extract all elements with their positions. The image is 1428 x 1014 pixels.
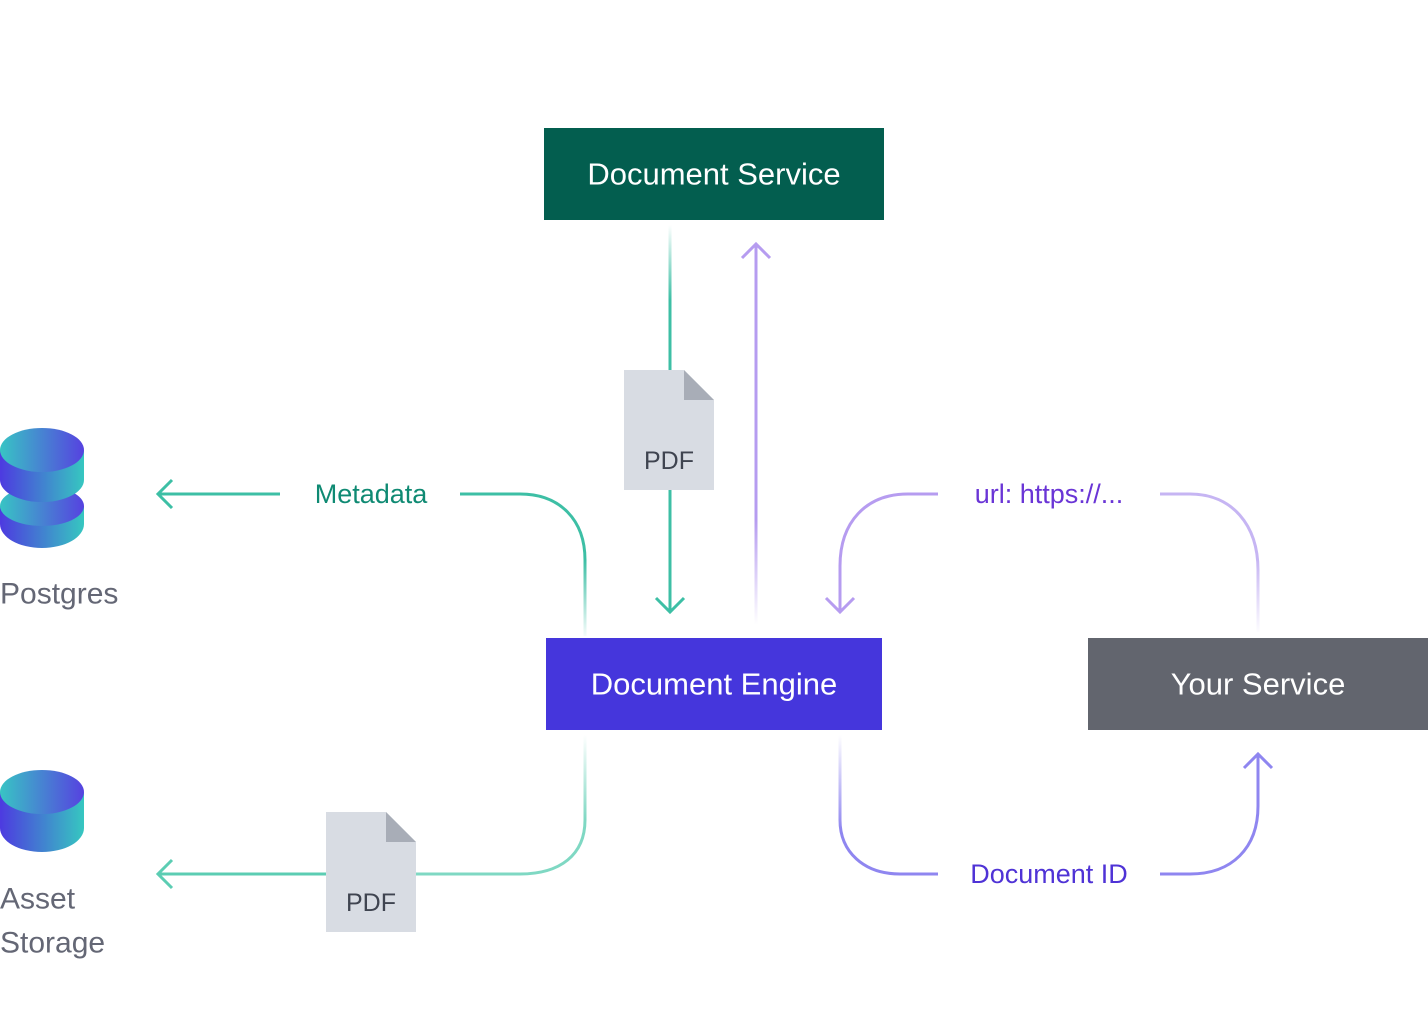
edge-url	[824, 492, 1260, 632]
node-your-service: Your Service	[1088, 638, 1428, 730]
arrowhead-left-icon	[155, 858, 174, 890]
pdf-file-icon: PDF	[326, 812, 416, 932]
asset-storage-label-line2: Storage	[0, 927, 105, 960]
node-document-service: Document Service	[544, 128, 884, 220]
document-id-label: Document ID	[970, 859, 1128, 889]
arrowhead-up-icon	[1242, 751, 1274, 770]
edge-asset-pdf	[155, 735, 587, 890]
metadata-label: Metadata	[315, 479, 429, 509]
arrowhead-down-icon	[824, 596, 856, 615]
pdf-file-icon: PDF	[624, 370, 714, 490]
your-service-box	[1088, 638, 1428, 730]
database-icon	[0, 428, 84, 548]
edge-document-id	[838, 735, 1274, 876]
url-label: url: https://...	[975, 479, 1124, 509]
document-service-box	[544, 128, 884, 220]
node-document-engine: Document Engine	[546, 638, 882, 730]
arrowhead-up-icon	[740, 241, 772, 260]
your-service-label: Your Service	[1171, 667, 1346, 702]
storage-icon	[0, 770, 84, 852]
edge-metadata	[155, 478, 587, 636]
postgres-label: Postgres	[0, 578, 118, 611]
pdf-asset-label: PDF	[346, 889, 396, 917]
document-engine-label: Document Engine	[591, 667, 837, 702]
arrowhead-left-icon	[155, 478, 174, 510]
edge-engine-to-service	[740, 241, 772, 628]
document-engine-box	[546, 638, 882, 730]
asset-storage-label-line1: Asset	[0, 883, 76, 916]
arrowhead-down-icon	[654, 596, 686, 615]
document-service-label: Document Service	[587, 157, 840, 192]
pdf-upload-label: PDF	[644, 447, 694, 475]
